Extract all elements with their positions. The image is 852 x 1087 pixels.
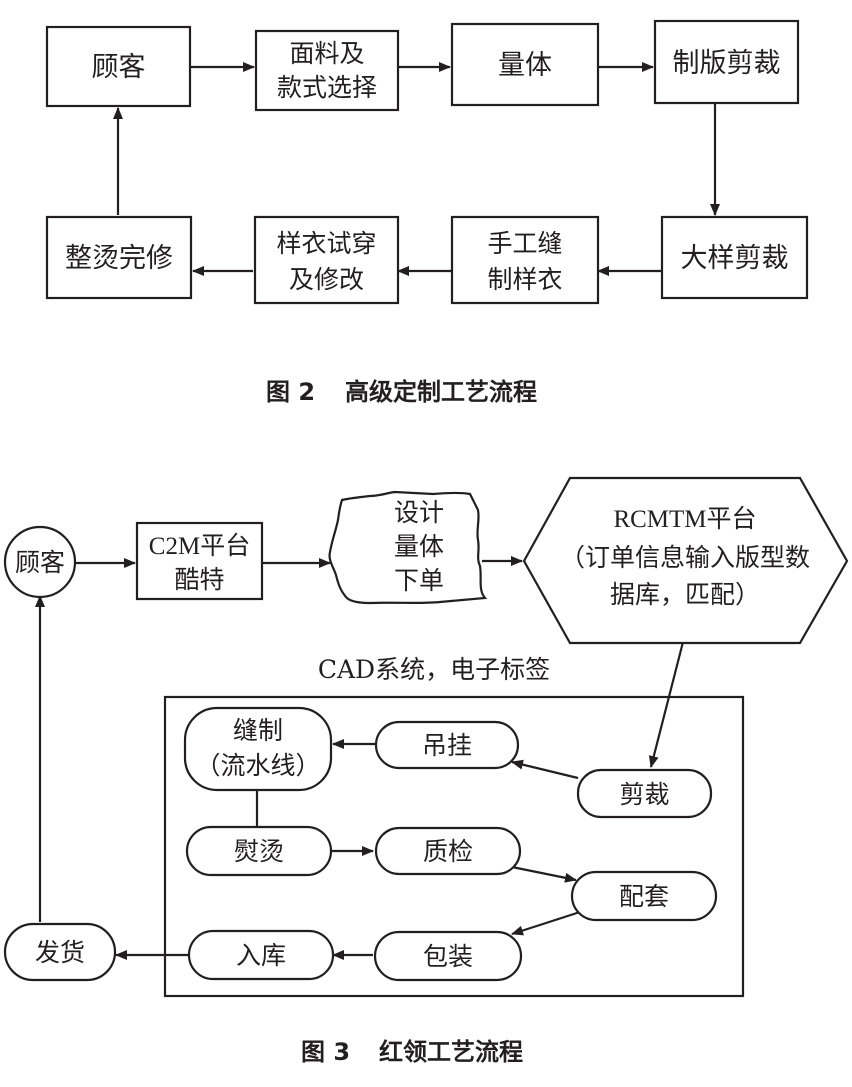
node-sewing: 缝制 （流水线） bbox=[183, 706, 333, 792]
node-warehouse: 入库 bbox=[187, 929, 335, 981]
node-fabric-style: 面料及 款式选择 bbox=[254, 29, 400, 112]
node-measure: 量体 bbox=[450, 22, 600, 107]
node-warehouse-label: 入库 bbox=[236, 941, 286, 970]
node-rcmtm-line-3: 据库，匹配） bbox=[610, 580, 760, 609]
node-ironing: 熨烫 bbox=[185, 825, 333, 877]
node-customer-circle-label: 顾客 bbox=[15, 548, 65, 577]
node-fitting-line-1: 样衣试穿 bbox=[276, 229, 376, 258]
node-shipping: 发货 bbox=[3, 922, 117, 982]
node-cutting-label: 剪裁 bbox=[619, 780, 669, 809]
node-hand-sew-line-1: 手工缝 bbox=[487, 229, 562, 258]
node-pattern-cut: 制版剪裁 bbox=[653, 19, 800, 105]
node-rcmtm-line-2: （订单信息输入版型数 bbox=[560, 543, 810, 572]
factory-frame bbox=[163, 695, 745, 998]
node-pattern-cut-line-1: 制版剪裁 bbox=[673, 48, 781, 79]
node-fitting: 样衣试穿 及修改 bbox=[253, 215, 400, 305]
node-customer-line-1: 顾客 bbox=[92, 52, 146, 83]
node-design-line-1: 设计 bbox=[394, 498, 444, 527]
node-rcmtm-line-1: RCMTM平台 bbox=[613, 505, 756, 533]
node-rcmtm-platform: RCMTM平台 （订单信息输入版型数 据库，匹配） bbox=[522, 476, 849, 645]
node-design-line-2: 量体 bbox=[394, 532, 444, 561]
figure2-caption-title: 高级定制工艺流程 bbox=[345, 378, 537, 406]
node-sample-cut: 大样剪裁 bbox=[660, 215, 809, 300]
node-fitting-line-2: 及修改 bbox=[289, 265, 364, 294]
node-design-line-3: 下单 bbox=[394, 566, 444, 595]
node-sample-cut-line-1: 大样剪裁 bbox=[681, 243, 789, 274]
node-quality-check-label: 质检 bbox=[423, 837, 473, 866]
node-hanging-label: 吊挂 bbox=[422, 731, 472, 760]
node-c2m-platform: C2M平台 酷特 bbox=[135, 521, 264, 601]
node-finishing: 整烫完修 bbox=[45, 215, 193, 300]
node-c2m-line-2: 酷特 bbox=[174, 565, 224, 594]
node-ironing-label: 熨烫 bbox=[234, 837, 284, 866]
edge-cutting-to-hanging bbox=[511, 759, 579, 780]
edge-rcmtm-to-cutting bbox=[648, 641, 685, 768]
system-label: CAD系统，电子标签 bbox=[318, 655, 550, 684]
node-sewing-line-2: （流水线） bbox=[195, 751, 320, 780]
edge-qc-to-matching bbox=[511, 865, 577, 883]
node-matching-label: 配套 bbox=[619, 882, 669, 911]
node-packing: 包装 bbox=[373, 930, 523, 982]
node-customer: 顾客 bbox=[45, 25, 192, 108]
node-matching: 配套 bbox=[570, 870, 718, 922]
node-shipping-label: 发货 bbox=[35, 938, 85, 967]
node-hand-sew-line-2: 制样衣 bbox=[487, 265, 562, 294]
node-fabric-style-line-1: 面料及 bbox=[289, 39, 364, 68]
node-hanging: 吊挂 bbox=[374, 720, 520, 770]
figure2-diagram: 顾客 面料及 款式选择 量体 制版剪裁 大样剪裁 手工缝 制样衣 样衣试穿 及修… bbox=[45, 19, 809, 406]
node-hand-sew: 手工缝 制样衣 bbox=[450, 215, 600, 305]
node-cutting: 剪裁 bbox=[576, 768, 713, 819]
node-finishing-line-1: 整烫完修 bbox=[65, 243, 173, 274]
edge-matching-to-packing bbox=[511, 910, 581, 936]
node-fabric-style-line-2: 款式选择 bbox=[277, 73, 377, 102]
node-measure-line-1: 量体 bbox=[498, 50, 552, 81]
figure3-caption-title: 红领工艺流程 bbox=[379, 1038, 523, 1066]
node-packing-label: 包装 bbox=[423, 942, 473, 971]
node-c2m-line-1: C2M平台 bbox=[149, 532, 250, 560]
figure3-diagram: CAD系统，电子标签 顾客 C2M平台 酷特 设计 量体 bbox=[3, 476, 849, 1066]
node-design-order: 设计 量体 下单 bbox=[328, 490, 488, 605]
node-quality-check: 质检 bbox=[374, 826, 522, 876]
node-sewing-line-1: 缝制 bbox=[233, 716, 283, 745]
node-customer-circle: 顾客 bbox=[3, 525, 77, 599]
figure3-caption-number: 图 3 bbox=[301, 1038, 350, 1066]
figure2-caption-number: 图 2 bbox=[266, 378, 315, 406]
